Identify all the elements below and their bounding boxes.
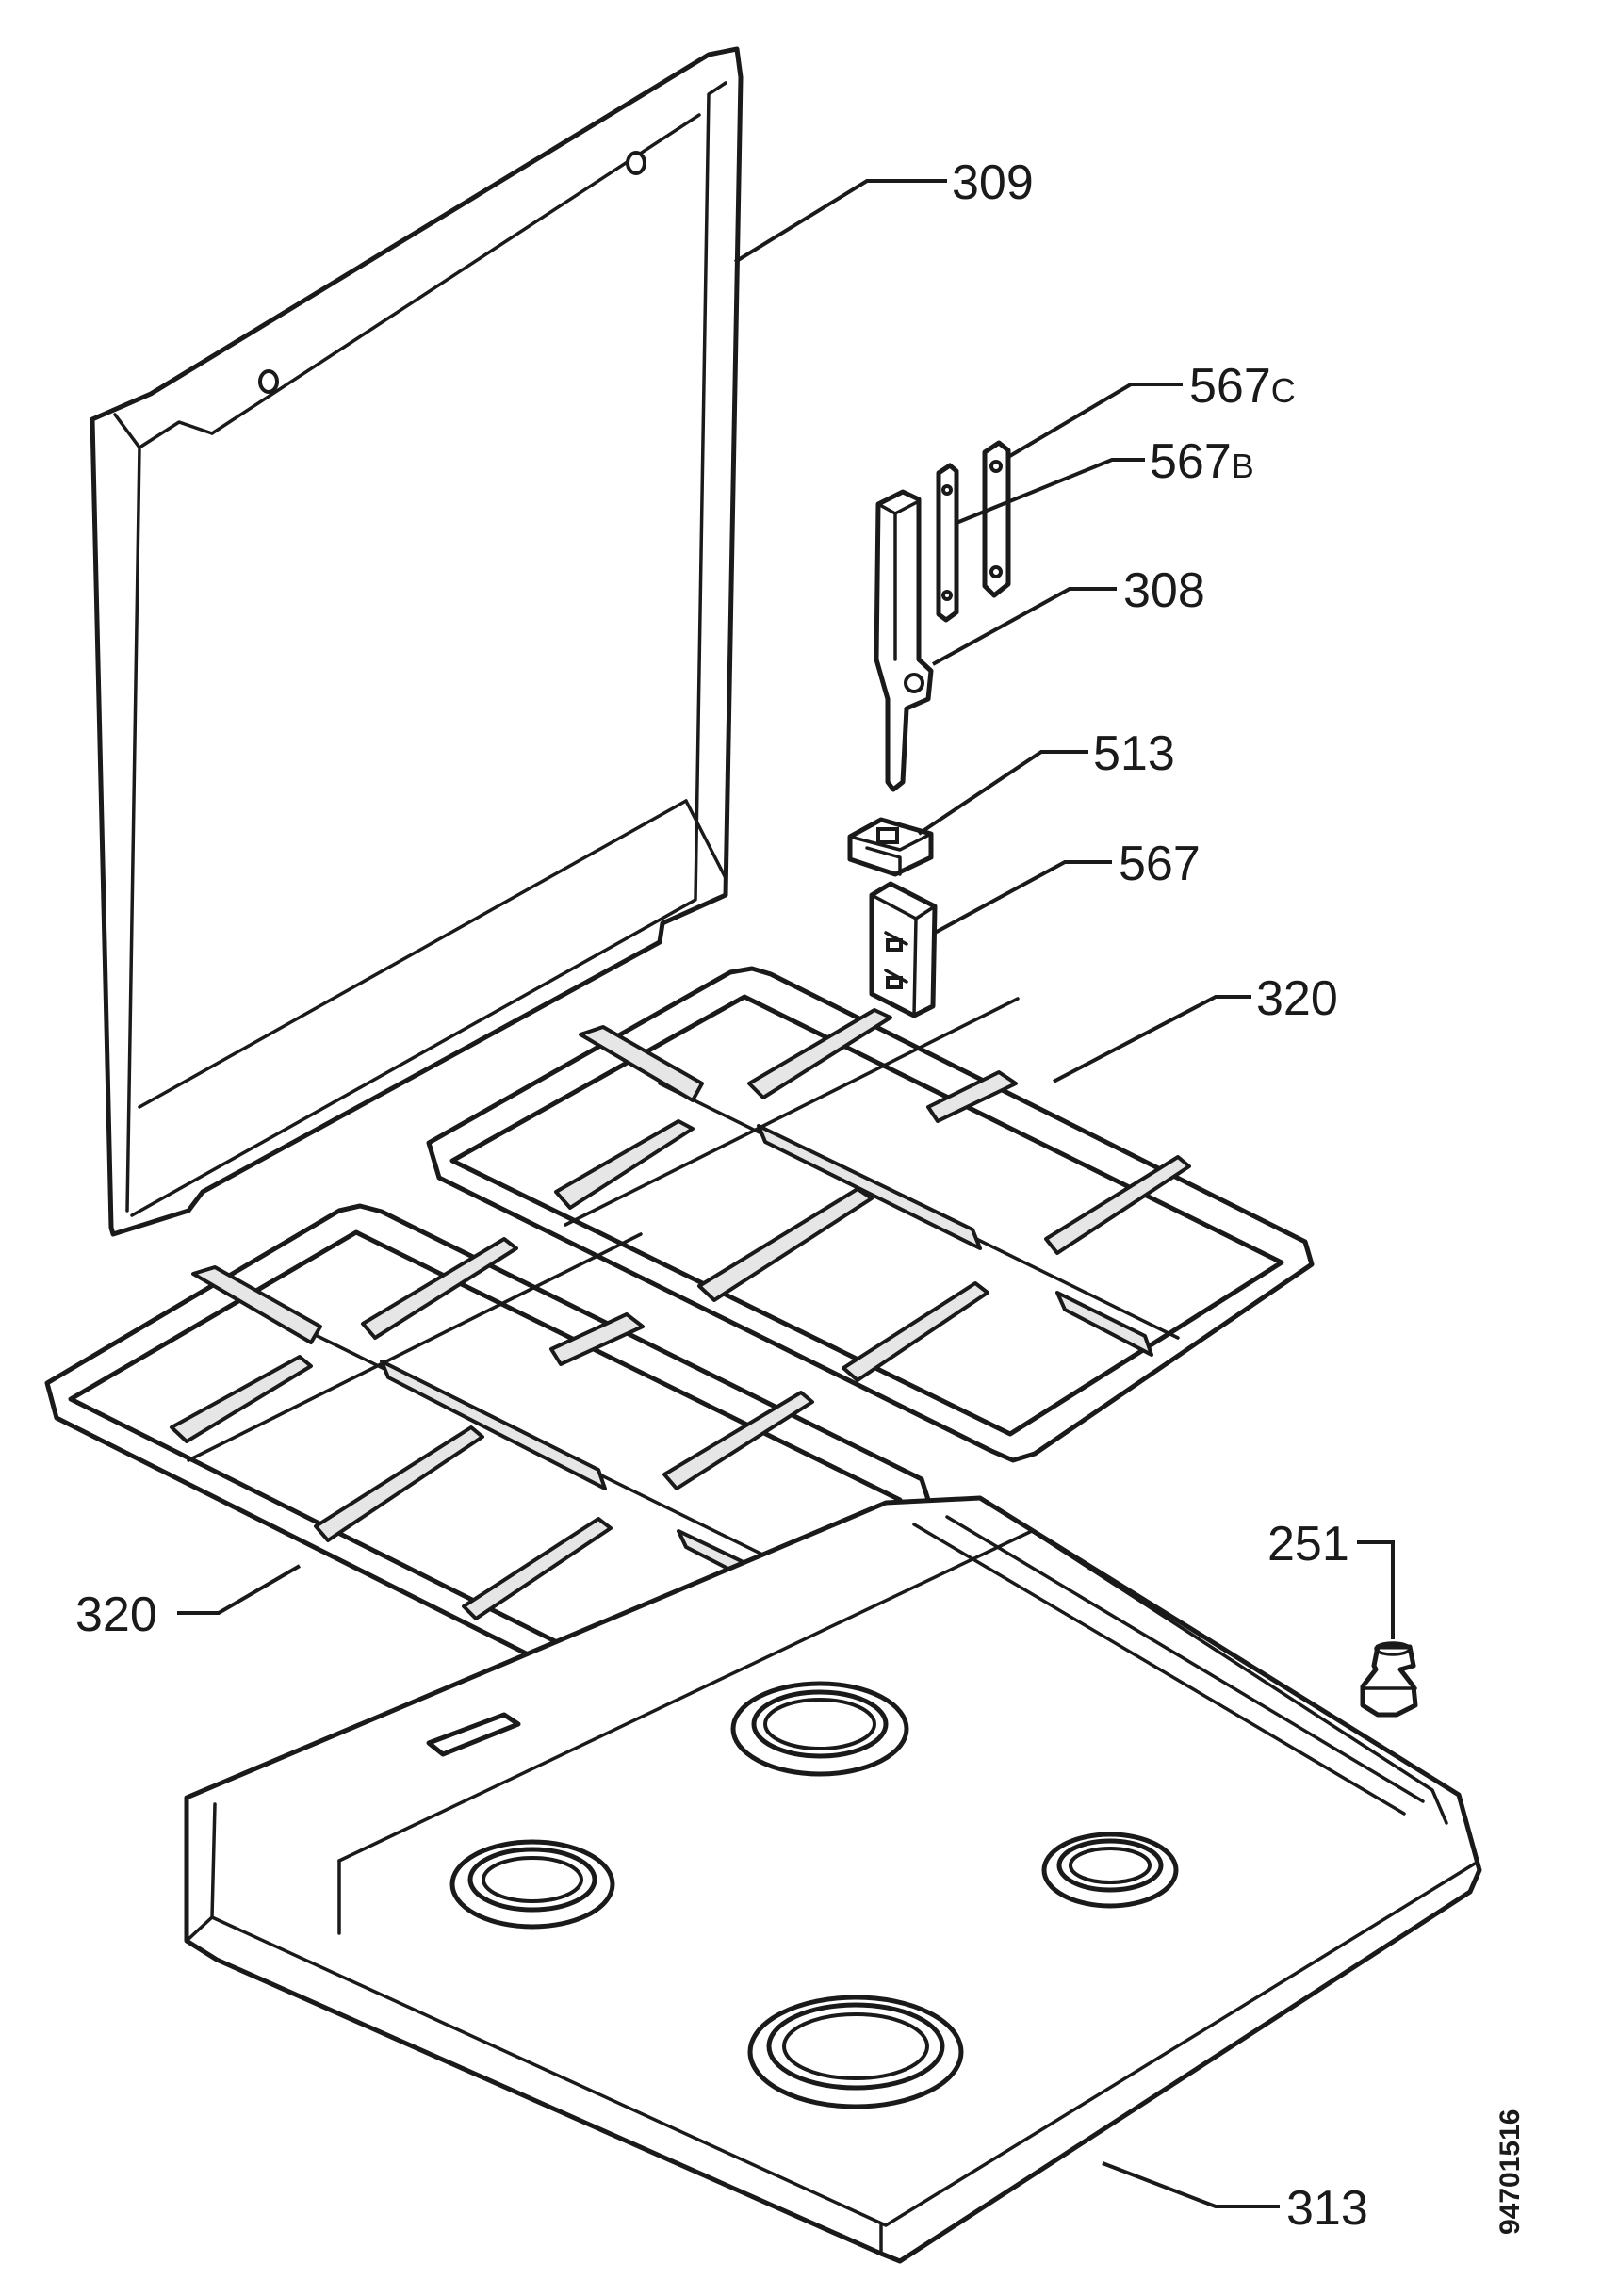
burner-front-large <box>747 1995 964 2109</box>
leader-567c <box>1006 383 1183 459</box>
document-number: 94701516 <box>1495 2109 1526 2235</box>
callout-567b: 567B <box>1150 434 1254 489</box>
lid-309 <box>90 46 744 1237</box>
leader-320-left <box>177 1564 302 1615</box>
hinge-plate-567c <box>982 440 1011 598</box>
callout-567: 567 <box>1119 837 1201 891</box>
leader-308 <box>932 587 1117 666</box>
hob-slot <box>426 1712 521 1757</box>
callout-513: 513 <box>1093 726 1175 781</box>
callout-567b-number: 567 <box>1150 434 1232 489</box>
callout-313: 313 <box>1286 2181 1368 2236</box>
callout-251: 251 <box>1267 1517 1349 1571</box>
hob-top-313 <box>184 1495 1482 2264</box>
lid-hinge-hole-right <box>626 151 646 175</box>
callout-567b-suffix: B <box>1232 447 1254 485</box>
hinge-spacer-567b <box>936 463 959 623</box>
leader-513 <box>917 750 1088 836</box>
leader-567b <box>956 458 1145 525</box>
pan-support-320-right <box>426 966 1315 1463</box>
callout-567c: 567C <box>1189 359 1296 414</box>
lid-hinge-hole-left <box>258 369 279 394</box>
burner-left <box>449 1839 615 1930</box>
leader-309 <box>733 179 947 264</box>
knob-251 <box>1360 1641 1418 1718</box>
callout-320-right: 320 <box>1256 971 1338 1026</box>
callout-567c-suffix: C <box>1271 371 1296 410</box>
hinge-bracket-567 <box>869 881 938 1018</box>
callout-309: 309 <box>952 155 1034 210</box>
callout-567c-number: 567 <box>1189 359 1271 414</box>
leader-251 <box>1357 1540 1395 1639</box>
leader-567 <box>934 860 1112 935</box>
leader-313 <box>1102 2161 1280 2208</box>
burner-top-center <box>730 1681 909 1777</box>
burner-right <box>1041 1832 1179 1909</box>
callout-308: 308 <box>1123 563 1205 618</box>
clip-513 <box>847 817 934 877</box>
hinge-arm-308 <box>874 489 934 792</box>
callout-320-left: 320 <box>75 1588 157 1642</box>
leader-320-right <box>1053 995 1251 1083</box>
